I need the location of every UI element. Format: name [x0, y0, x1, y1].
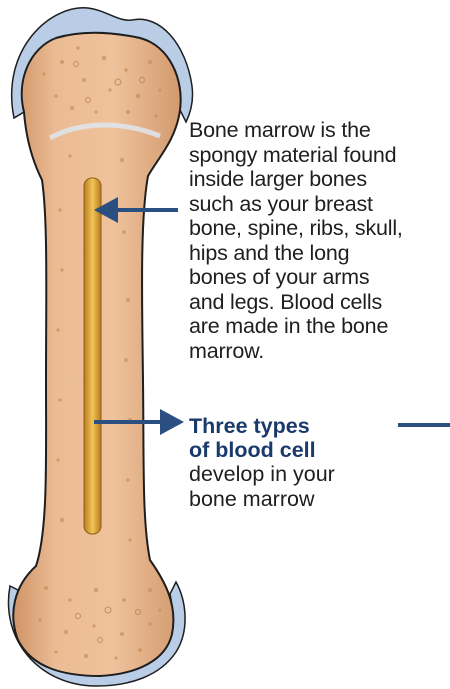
bone-marrow-description: Bone marrow is the spongy material found… — [189, 118, 447, 363]
marrow-canal — [84, 178, 101, 534]
blood-cell-types-text: develop in your bone marrow — [189, 462, 409, 511]
blood-cell-types-heading: Three types of blood cell — [189, 414, 389, 462]
